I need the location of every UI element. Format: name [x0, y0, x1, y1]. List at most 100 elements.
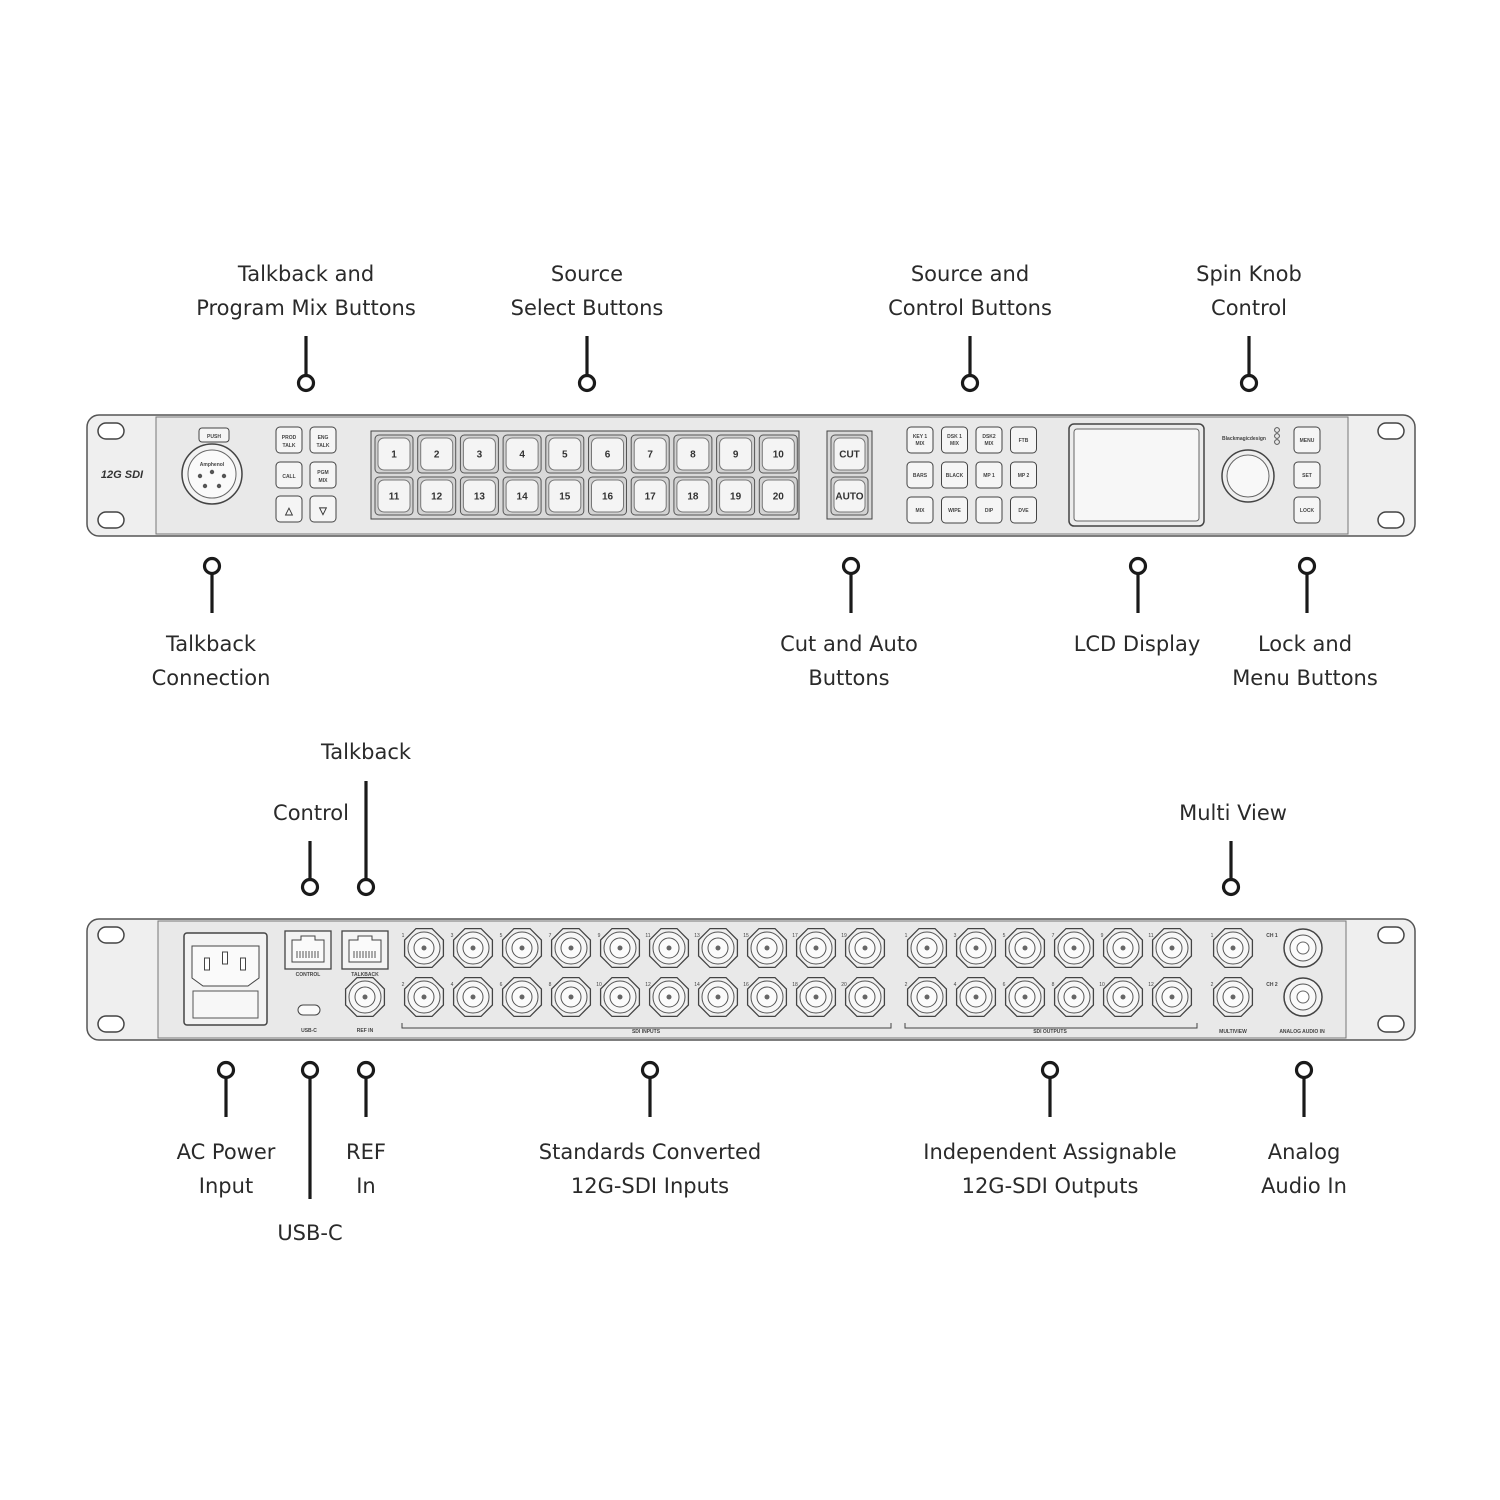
bnc-pin: [1071, 994, 1077, 1000]
bnc-pin: [1022, 994, 1028, 1000]
button-face: [1293, 461, 1321, 489]
multiview-bnc: [1212, 927, 1254, 969]
source-button: 3: [459, 434, 499, 474]
port-number: 9: [1101, 933, 1104, 939]
button-label: MP 2: [1018, 473, 1030, 479]
port-number: 6: [1003, 982, 1006, 988]
port-number: 1: [905, 933, 908, 939]
port-number: 1: [1211, 933, 1214, 939]
button-label: DIP: [985, 508, 994, 514]
bnc-pin: [1120, 994, 1126, 1000]
rack-ear-slot: [1377, 511, 1405, 529]
button-number: 16: [602, 492, 614, 503]
bnc-pin: [519, 945, 525, 951]
callout-label-line: Control: [273, 801, 349, 825]
button-face: [377, 479, 411, 513]
button-label: MIX: [319, 478, 329, 484]
sdi-output-bnc: [1004, 976, 1046, 1018]
callout-label-line: Standards Converted: [539, 1140, 761, 1164]
callout-dot: [216, 1060, 236, 1080]
button-number: 19: [730, 492, 742, 503]
bnc-pin: [519, 994, 525, 1000]
source-button: 18: [673, 476, 713, 516]
usbc-socket: [297, 1004, 321, 1016]
button-face: [941, 496, 968, 524]
button-face: [1010, 461, 1037, 489]
button-number: 2: [434, 450, 440, 461]
button-number: 3: [477, 450, 483, 461]
bnc-pin: [764, 994, 770, 1000]
source-button: 20: [758, 476, 798, 516]
arrow-up-button: △: [275, 495, 303, 523]
button-face: [761, 479, 795, 513]
callout-usb-c: USB-C: [277, 1060, 343, 1245]
button-face: [906, 496, 934, 524]
button-label: MIX: [950, 441, 960, 447]
source-button: 10: [758, 434, 798, 474]
callout-label-line: Connection: [152, 666, 271, 690]
source-button: 17: [630, 476, 670, 516]
port-number: 8: [1052, 982, 1055, 988]
callout-label-line: REF: [346, 1140, 386, 1164]
auto-button: AUTO: [830, 476, 869, 516]
button-label: MENU: [1300, 438, 1315, 444]
callout-label-line: In: [356, 1174, 376, 1198]
button-face: [309, 495, 337, 523]
port-label: CONTROL: [296, 972, 321, 978]
button-number: 6: [605, 450, 611, 461]
sdi-input-bnc: [795, 927, 837, 969]
bnc-pin: [617, 994, 623, 1000]
button-number: 17: [645, 492, 657, 503]
button-face: [719, 437, 753, 471]
bnc-pin: [1071, 945, 1077, 951]
button-face: [420, 437, 454, 471]
control-button: DVE: [1010, 496, 1037, 524]
button-label: TALK: [283, 443, 296, 449]
callout-dot: [1297, 556, 1317, 576]
callout-label-line: Spin Knob: [1196, 262, 1302, 286]
button-face: [505, 479, 539, 513]
bnc-pin: [421, 945, 427, 951]
bnc-pin: [1022, 945, 1028, 951]
arrow-down-button: ▽: [309, 495, 337, 523]
callout-dot: [300, 1060, 320, 1080]
bank-label: ANALOG AUDIO IN: [1279, 1029, 1325, 1035]
port-number: 5: [1003, 933, 1006, 939]
callout-label-line: Multi View: [1179, 801, 1287, 825]
source-button: 9: [716, 434, 756, 474]
callout-label-line: 12G-SDI Inputs: [571, 1174, 729, 1198]
bnc-pin: [1230, 945, 1236, 951]
port-number: 20: [841, 982, 847, 988]
port-number: 16: [743, 982, 749, 988]
source-button: 8: [673, 434, 713, 474]
port-number: 10: [596, 982, 602, 988]
callout-label-line: Control Buttons: [888, 296, 1052, 320]
callout-dot: [300, 877, 320, 897]
bank-label: MULTIVIEW: [1219, 1029, 1247, 1035]
callout-dot: [1128, 556, 1148, 576]
callout-dot: [841, 556, 861, 576]
sdi-output-bnc: [955, 976, 997, 1018]
port-number: 15: [743, 933, 749, 939]
callout-dot: [1221, 877, 1241, 897]
bnc-pin: [1120, 945, 1126, 951]
control-button: MIX: [906, 496, 934, 524]
bnc-pin: [666, 994, 672, 1000]
button-face: [591, 437, 624, 471]
usbc-port: USB-C: [297, 1004, 321, 1034]
sdi-input-bnc: [550, 927, 592, 969]
button-face: [906, 461, 934, 489]
button-label: SET: [1302, 473, 1312, 479]
button-face: [309, 461, 337, 489]
sdi-output-bnc: [955, 927, 997, 969]
port-number: 1: [402, 933, 405, 939]
sdi-input-bnc: [844, 976, 886, 1018]
bnc-pin: [862, 994, 868, 1000]
talkback-port: TALKBACK: [341, 930, 389, 978]
